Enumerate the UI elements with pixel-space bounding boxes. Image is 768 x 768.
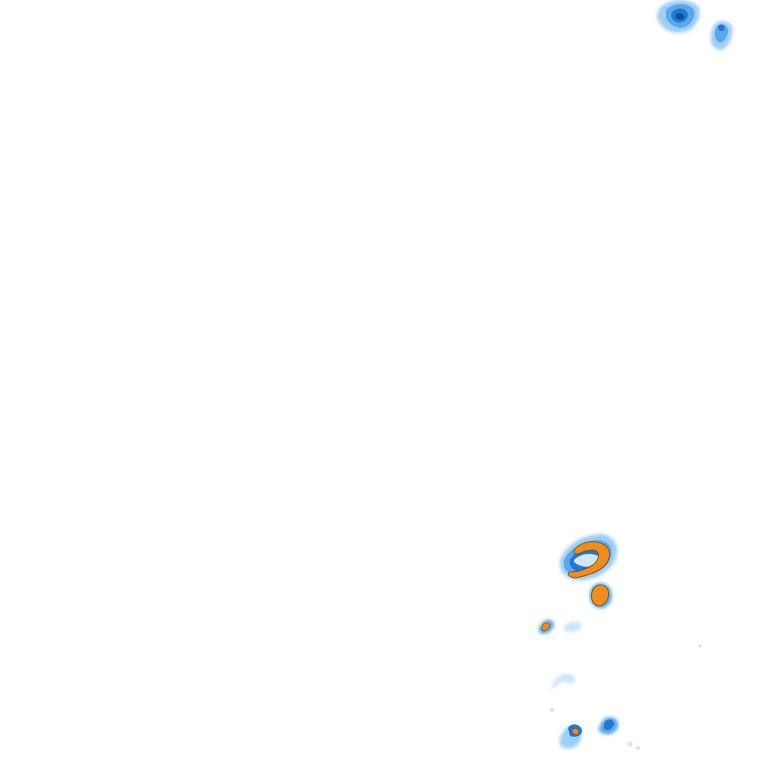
precip-cell-northeast-a — [657, 0, 700, 33]
precip-cell-southeast-faint — [552, 673, 576, 690]
precip-cell-southeast-bottom-a — [559, 724, 582, 749]
precip-cell-southeast-bottom-b — [550, 644, 702, 750]
precip-cell-southeast-south — [589, 583, 612, 609]
precip-cell-southeast-main — [559, 534, 618, 581]
precip-cell-northeast-b — [710, 21, 733, 50]
precip-cell-southeast-west — [538, 619, 582, 634]
